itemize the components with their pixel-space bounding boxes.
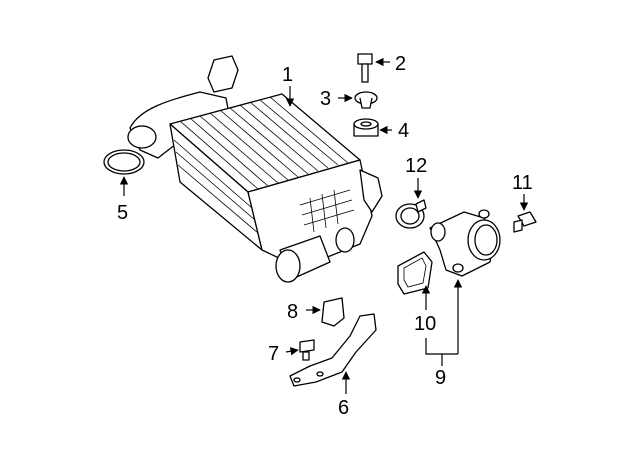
callout-3: 3 <box>320 88 332 110</box>
clamp-12 <box>395 199 427 229</box>
grommet-4 <box>353 118 379 137</box>
bracket-8 <box>321 297 345 327</box>
leader-lines <box>119 57 529 394</box>
callout-12: 12 <box>405 155 428 177</box>
bolt-7 <box>299 339 315 361</box>
cap-3 <box>354 91 378 109</box>
bolt-11 <box>513 211 537 233</box>
bolt-2 <box>357 53 373 83</box>
o-ring-5 <box>103 149 145 175</box>
gasket-10 <box>397 251 433 295</box>
callout-5: 5 <box>117 202 129 224</box>
bracket-6 <box>289 313 377 387</box>
callout-7: 7 <box>268 343 280 365</box>
callout-6: 6 <box>338 397 350 419</box>
callout-10: 10 <box>414 313 437 335</box>
callout-2: 2 <box>395 53 407 75</box>
callout-8: 8 <box>287 301 299 323</box>
callout-11: 11 <box>512 172 533 194</box>
pipe-9 <box>429 209 501 277</box>
intercooler <box>127 55 383 283</box>
callout-4: 4 <box>398 120 410 142</box>
callout-1: 1 <box>282 64 294 86</box>
callout-9: 9 <box>435 367 447 389</box>
